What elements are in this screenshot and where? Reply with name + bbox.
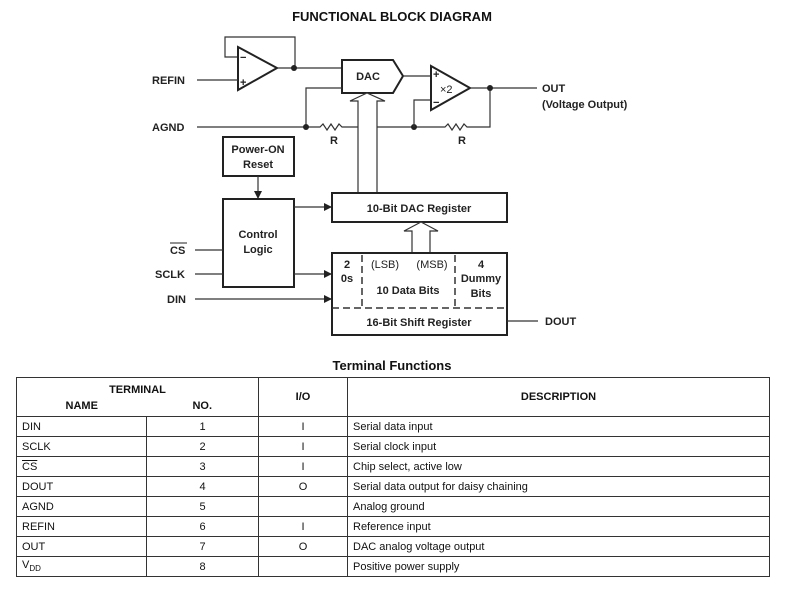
diagram-title: FUNCTIONAL BLOCK DIAGRAM xyxy=(292,9,492,24)
svg-text:(LSB): (LSB) xyxy=(371,259,399,271)
dac-block: DAC xyxy=(341,59,405,94)
dout-label: DOUT xyxy=(545,316,576,328)
svg-text:+: + xyxy=(433,69,439,81)
refin-label: REFIN xyxy=(152,75,185,87)
dac-register-block: 10-Bit DAC Register xyxy=(331,192,508,223)
table-title: Terminal Functions xyxy=(333,358,452,370)
header-io: I/O xyxy=(258,377,348,417)
out-sublabel: (Voltage Output) xyxy=(542,99,628,111)
out-label: OUT xyxy=(542,83,566,95)
sclk-label: SCLK xyxy=(155,269,185,281)
register-transfer-arrow xyxy=(403,221,439,253)
svg-text:0s: 0s xyxy=(341,273,353,285)
header-no: NO. xyxy=(146,396,259,417)
svg-text:−: − xyxy=(240,52,246,64)
resistor-label: R xyxy=(458,135,466,147)
svg-text:2: 2 xyxy=(344,259,350,271)
svg-text:−: − xyxy=(433,97,439,109)
svg-text:Control: Control xyxy=(238,229,277,241)
resistor-label: R xyxy=(330,135,338,147)
svg-text:×2: ×2 xyxy=(440,84,453,96)
buffer-amplifier: − + xyxy=(224,36,342,92)
svg-text:Power-ON: Power-ON xyxy=(231,144,284,156)
cs-label: CS xyxy=(170,245,185,257)
svg-text:Dummy: Dummy xyxy=(461,273,502,285)
svg-text:Reset: Reset xyxy=(243,159,273,171)
svg-text:Logic: Logic xyxy=(243,244,272,256)
shift-register-block: 2 0s (LSB) (MSB) 10 Data Bits 4 Dummy Bi… xyxy=(331,252,508,336)
control-logic-block: Control Logic xyxy=(222,198,295,288)
power-on-reset-block: Power-ON Reset xyxy=(222,136,295,177)
svg-text:16-Bit Shift Register: 16-Bit Shift Register xyxy=(366,317,472,329)
vdd-name: V xyxy=(22,559,30,572)
header-name: NAME xyxy=(16,396,147,417)
header-terminal: TERMINAL xyxy=(16,377,259,396)
svg-text:DAC: DAC xyxy=(356,71,380,83)
functional-block-diagram: FUNCTIONAL BLOCK DIAGRAM − + REFIN DAC A… xyxy=(152,9,628,370)
cs-name: CS xyxy=(22,460,38,473)
din-label: DIN xyxy=(167,294,186,306)
output-amplifier: + − ×2 xyxy=(403,64,473,127)
svg-text:10-Bit DAC Register: 10-Bit DAC Register xyxy=(367,203,472,215)
header-description: DESCRIPTION xyxy=(347,377,770,417)
svg-text:+: + xyxy=(240,77,246,89)
svg-text:4: 4 xyxy=(478,259,485,271)
svg-text:(MSB): (MSB) xyxy=(416,259,447,271)
agnd-label: AGND xyxy=(152,122,184,134)
junction-dot xyxy=(291,65,297,71)
bus-arrow xyxy=(349,92,386,193)
svg-text:10 Data Bits: 10 Data Bits xyxy=(377,285,440,297)
svg-text:Bits: Bits xyxy=(471,288,492,300)
